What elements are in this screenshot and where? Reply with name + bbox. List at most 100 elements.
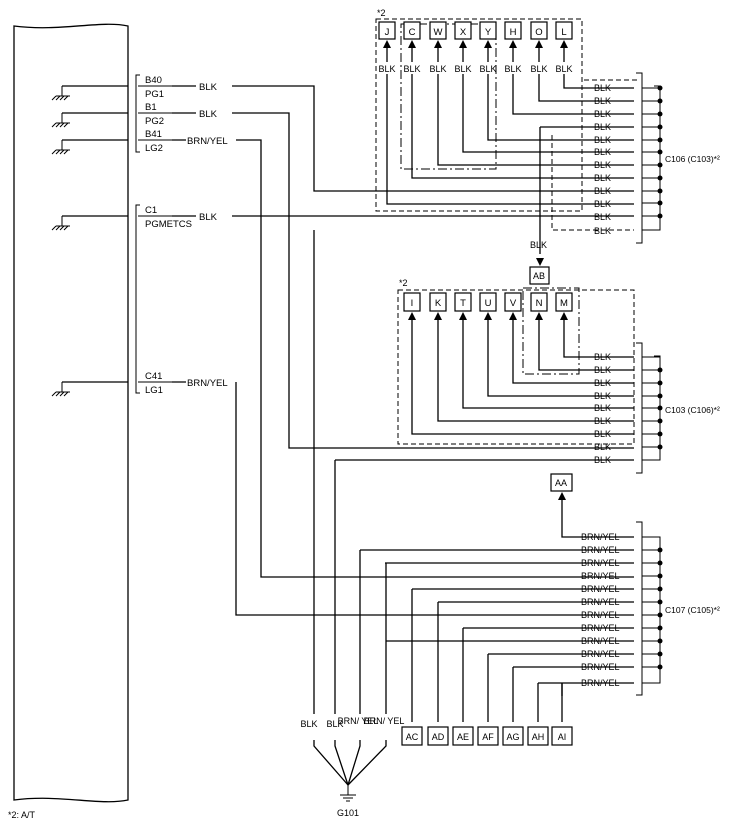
svg-text:BLK: BLK xyxy=(594,83,611,93)
svg-text:Y: Y xyxy=(485,27,492,38)
svg-text:BLK: BLK xyxy=(403,64,420,74)
ground-wires xyxy=(313,230,387,786)
svg-text:L: L xyxy=(561,27,566,38)
svg-text:BRN/YEL: BRN/YEL xyxy=(581,610,620,620)
c106-connector xyxy=(636,72,661,244)
svg-text:BLK: BLK xyxy=(594,429,611,439)
c106-right-stubs xyxy=(642,87,660,231)
sig-lg1: LG1 xyxy=(145,385,163,396)
svg-text:BLK: BLK xyxy=(594,455,611,465)
svg-text:W: W xyxy=(434,27,443,38)
svg-text:X: X xyxy=(460,27,467,38)
svg-text:T: T xyxy=(460,298,466,309)
pin-c41: C41 xyxy=(145,371,162,382)
svg-text:AD: AD xyxy=(432,732,445,742)
pin-b1: B1 xyxy=(145,102,157,113)
c103-right-stubs xyxy=(642,356,660,461)
svg-text:BLK: BLK xyxy=(594,212,611,222)
top-group-at-outline xyxy=(400,23,497,170)
pin-c1: C1 xyxy=(145,205,157,216)
ecm-pin-labels: B40 PG1 BLK B1 PG2 BLK B41 LG2 BRN/YEL C… xyxy=(145,75,228,396)
svg-text:BLK: BLK xyxy=(454,64,471,74)
ground-label: G101 xyxy=(337,808,359,818)
svg-text:BRN/YEL: BRN/YEL xyxy=(581,532,620,542)
svg-text:K: K xyxy=(435,298,442,309)
svg-text:BLK: BLK xyxy=(594,122,611,132)
svg-text:AF: AF xyxy=(482,732,494,742)
svg-text:BLK: BLK xyxy=(594,186,611,196)
sig-pgmetcs: PGMETCS xyxy=(145,219,192,230)
svg-text:U: U xyxy=(485,298,492,309)
footnote: *2: A/T xyxy=(8,810,36,820)
c107-connector xyxy=(636,521,661,696)
svg-text:C: C xyxy=(409,27,416,38)
svg-text:BLK: BLK xyxy=(594,147,611,157)
wire-b40: BLK xyxy=(199,82,218,93)
svg-text:BLK: BLK xyxy=(594,199,611,209)
svg-text:BLK: BLK xyxy=(429,64,446,74)
svg-text:V: V xyxy=(510,298,517,309)
bottom-drops xyxy=(411,589,563,722)
ecm-wires xyxy=(62,85,634,616)
svg-text:BLK: BLK xyxy=(594,160,611,170)
svg-text:BLK: BLK xyxy=(594,173,611,183)
wire-c1: BLK xyxy=(199,212,218,223)
svg-text:N: N xyxy=(536,298,543,309)
svg-text:BRN/YEL: BRN/YEL xyxy=(581,636,620,646)
svg-text:BLK: BLK xyxy=(530,64,547,74)
c106-inner-dash xyxy=(551,79,640,231)
sig-pg1: PG1 xyxy=(145,89,164,100)
splice-ab-box xyxy=(529,266,550,285)
wire-b1: BLK xyxy=(199,109,218,120)
wire-b41: BRN/YEL xyxy=(187,136,228,147)
svg-text:BLK: BLK xyxy=(594,135,611,145)
c106-label: C106 (C103)*² xyxy=(665,154,720,164)
svg-text:BRN/YEL: BRN/YEL xyxy=(581,649,620,659)
sig-pg2: PG2 xyxy=(145,116,164,127)
wire-c41: BRN/YEL xyxy=(187,378,228,389)
top-letter-boxes xyxy=(378,21,573,40)
svg-text:BLK: BLK xyxy=(479,64,496,74)
c107-right-stubs xyxy=(642,536,660,684)
c107-wire-labels: BRN/YEL BRN/YEL BRN/YEL BRN/YEL BRN/YEL BRN… xyxy=(581,532,620,688)
svg-text:BLK: BLK xyxy=(326,719,343,729)
svg-text:AC: AC xyxy=(406,732,419,742)
ecm-ground-symbols xyxy=(51,85,74,397)
svg-text:BLK: BLK xyxy=(594,391,611,401)
svg-text:BRN/YEL: BRN/YEL xyxy=(581,662,620,672)
pin-b41: B41 xyxy=(145,129,162,140)
svg-text:AH: AH xyxy=(532,732,545,742)
svg-text:BRN/ YEL: BRN/ YEL xyxy=(338,716,379,726)
top-arrow-stems xyxy=(386,48,565,62)
svg-text:O: O xyxy=(535,27,542,38)
svg-text:BRN/YEL: BRN/YEL xyxy=(581,678,620,688)
svg-text:BRN/ YEL: BRN/ YEL xyxy=(364,716,405,726)
svg-text:BRN/YEL: BRN/YEL xyxy=(581,571,620,581)
svg-text:M: M xyxy=(560,298,568,309)
pin-b40: B40 xyxy=(145,75,162,86)
top-arrows xyxy=(383,40,568,500)
c107-wires xyxy=(360,494,634,696)
svg-text:BLK: BLK xyxy=(594,378,611,388)
c103-wires xyxy=(335,318,634,461)
svg-text:BRN/YEL: BRN/YEL xyxy=(581,597,620,607)
ecm-body xyxy=(13,23,129,803)
splice-ab: AB xyxy=(533,271,545,281)
top-group-outline xyxy=(375,18,583,212)
svg-text:AG: AG xyxy=(506,732,519,742)
svg-text:BLK: BLK xyxy=(594,109,611,119)
splice-aa: AA xyxy=(555,478,567,488)
c106-wires xyxy=(386,74,634,254)
svg-text:BRN/YEL: BRN/YEL xyxy=(581,584,620,594)
c107-label: C107 (C105)*² xyxy=(665,605,720,615)
mid-letter-boxes xyxy=(403,292,573,312)
mid-group-at-outline xyxy=(522,287,580,375)
svg-text:H: H xyxy=(510,27,517,38)
